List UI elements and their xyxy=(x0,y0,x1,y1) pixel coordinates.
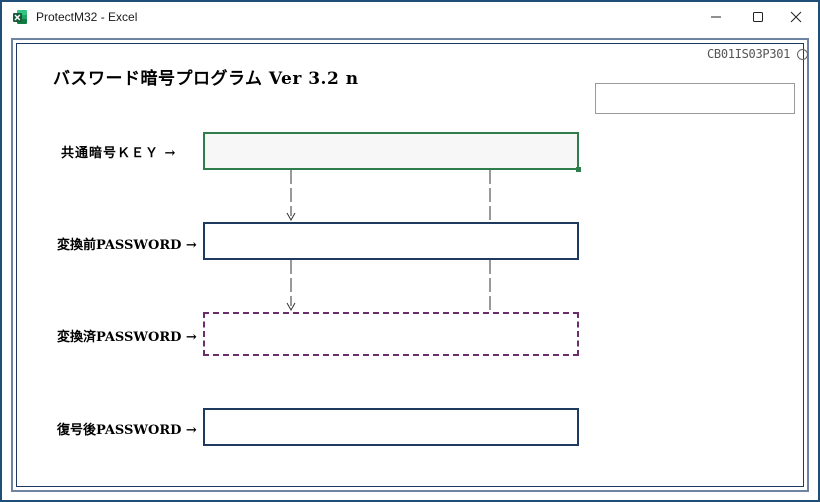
info-textbox[interactable] xyxy=(595,83,795,114)
title-bar: ProtectM32 - Excel xyxy=(2,2,818,32)
window-title: ProtectM32 - Excel xyxy=(36,10,138,24)
close-button[interactable] xyxy=(774,2,818,32)
user-form-inner: CB01IS03P301 バスワード暗号プログラム Ver 3.2 n 共通暗号… xyxy=(16,43,808,487)
user-form: CB01IS03P301 バスワード暗号プログラム Ver 3.2 n 共通暗号… xyxy=(11,38,809,492)
arrow-down-icon xyxy=(286,302,296,312)
arrow-down-icon xyxy=(286,212,296,222)
restored-password-label: 復号後PASSWORD → xyxy=(57,423,197,438)
maximize-button[interactable] xyxy=(736,2,780,32)
minimize-icon xyxy=(710,11,722,23)
form-code: CB01IS03P301 xyxy=(707,47,791,61)
circle-icon xyxy=(797,49,808,60)
common-key-label: 共通暗号ＫＥＹ → xyxy=(61,146,177,161)
pre-password-label: 変換前PASSWORD → xyxy=(57,238,197,253)
converted-password-label: 変換済PASSWORD → xyxy=(57,330,197,345)
pre-password-input[interactable] xyxy=(203,222,579,260)
converted-password-input[interactable] xyxy=(203,312,579,356)
maximize-icon xyxy=(752,11,764,23)
flow-connectors xyxy=(286,170,491,312)
minimize-button[interactable] xyxy=(694,2,738,32)
selection-handle xyxy=(576,167,581,172)
common-key-input[interactable] xyxy=(203,132,579,170)
close-icon xyxy=(790,11,802,23)
excel-icon xyxy=(12,9,28,25)
program-title: バスワード暗号プログラム Ver 3.2 n xyxy=(53,69,359,89)
restored-password-input[interactable] xyxy=(203,408,579,446)
